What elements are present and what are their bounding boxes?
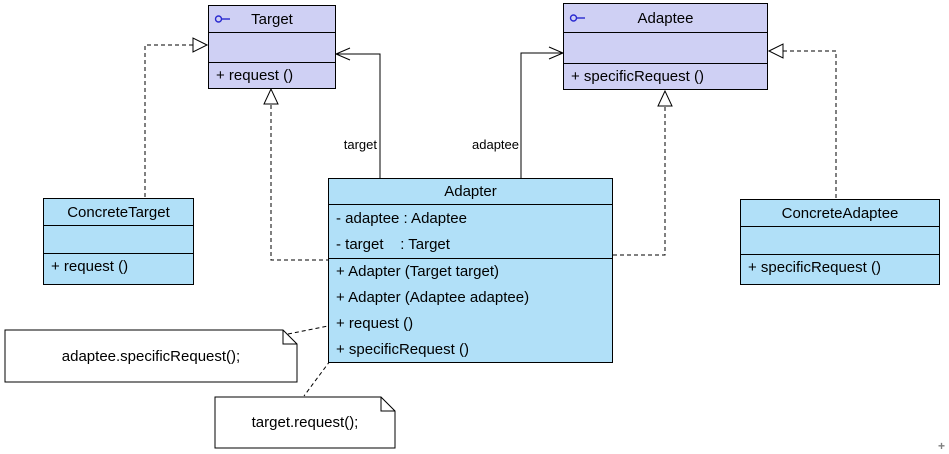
class-title: Target bbox=[251, 10, 293, 28]
class-box-adapter[interactable]: Adapter - adaptee : Adaptee - target : T… bbox=[328, 178, 613, 363]
note-anchor-target-call[interactable] bbox=[303, 360, 331, 397]
canvas-corner-plus-icon: + bbox=[938, 439, 946, 453]
interface-lollipop-icon bbox=[569, 14, 585, 22]
association-adapter-adaptee[interactable] bbox=[520, 46, 565, 178]
note-target-call[interactable]: target.request(); bbox=[251, 414, 359, 431]
note-shape-target-call[interactable] bbox=[214, 396, 396, 449]
method-row[interactable]: + specificRequest () bbox=[336, 341, 469, 358]
class-box-concreteadaptee[interactable]: ConcreteAdaptee + specificRequest () bbox=[740, 199, 940, 285]
class-header[interactable]: ConcreteTarget bbox=[44, 199, 193, 226]
method-row[interactable]: + request () bbox=[336, 315, 414, 332]
hollow-triangle-arrowhead bbox=[192, 37, 209, 53]
hollow-triangle-arrowhead bbox=[767, 43, 784, 59]
class-title: Adapter bbox=[444, 183, 497, 200]
attribute-row[interactable]: - adaptee : Adaptee bbox=[336, 210, 467, 227]
class-title: ConcreteAdaptee bbox=[781, 204, 899, 222]
methods-compartment[interactable]: + specificRequest () bbox=[741, 255, 939, 281]
method-row[interactable]: + request () bbox=[51, 258, 129, 275]
class-title: ConcreteTarget bbox=[67, 203, 170, 221]
interface-lollipop-icon bbox=[214, 15, 230, 23]
hollow-triangle-arrowhead bbox=[657, 89, 673, 107]
attributes-compartment[interactable] bbox=[209, 33, 335, 63]
methods-compartment[interactable]: + specificRequest () bbox=[564, 64, 767, 90]
class-box-target[interactable]: Target + request () bbox=[208, 5, 336, 89]
method-row[interactable]: + Adapter (Adaptee adaptee) bbox=[336, 289, 530, 306]
note-fold-icon bbox=[282, 330, 297, 345]
class-title: Adaptee bbox=[637, 9, 694, 27]
class-header[interactable]: Adapter bbox=[329, 179, 612, 205]
realization-adapter-adaptee[interactable] bbox=[613, 89, 673, 256]
method-row[interactable]: + request () bbox=[216, 67, 294, 84]
association-label-target[interactable]: target bbox=[343, 137, 377, 152]
method-row[interactable]: + specificRequest () bbox=[748, 259, 881, 276]
attributes-compartment[interactable] bbox=[564, 33, 767, 64]
realization-adapter-target[interactable] bbox=[263, 87, 330, 261]
association-label-adaptee[interactable]: adaptee bbox=[472, 137, 519, 152]
methods-compartment[interactable]: + request () bbox=[209, 63, 335, 89]
class-box-adaptee[interactable]: Adaptee + specificRequest () bbox=[563, 3, 768, 90]
methods-compartment[interactable]: + Adapter (Target target) + Adapter (Ada… bbox=[329, 259, 612, 363]
attributes-compartment[interactable] bbox=[741, 227, 939, 255]
methods-compartment[interactable]: + request () bbox=[44, 254, 193, 280]
attribute-row[interactable]: - target : Target bbox=[336, 236, 450, 253]
open-arrowhead bbox=[334, 47, 351, 61]
note-shape-adaptee-call[interactable] bbox=[4, 329, 298, 383]
class-header[interactable]: ConcreteAdaptee bbox=[741, 200, 939, 227]
attributes-compartment[interactable]: - adaptee : Adaptee - target : Target bbox=[329, 205, 612, 259]
class-header[interactable]: Target bbox=[209, 6, 335, 33]
class-box-concretetarget[interactable]: ConcreteTarget + request () bbox=[43, 198, 194, 285]
association-adapter-target[interactable] bbox=[334, 47, 381, 178]
realization-concreteadaptee-adaptee[interactable] bbox=[767, 43, 837, 198]
note-adaptee-call[interactable]: adaptee.specificRequest(); bbox=[61, 347, 241, 365]
method-row[interactable]: + Adapter (Target target) bbox=[336, 263, 500, 280]
method-row[interactable]: + specificRequest () bbox=[571, 68, 704, 85]
hollow-triangle-arrowhead bbox=[263, 87, 279, 105]
class-header[interactable]: Adaptee bbox=[564, 4, 767, 33]
realization-concretetarget-target[interactable] bbox=[144, 37, 209, 197]
attributes-compartment[interactable] bbox=[44, 226, 193, 254]
note-fold-icon bbox=[380, 397, 395, 412]
